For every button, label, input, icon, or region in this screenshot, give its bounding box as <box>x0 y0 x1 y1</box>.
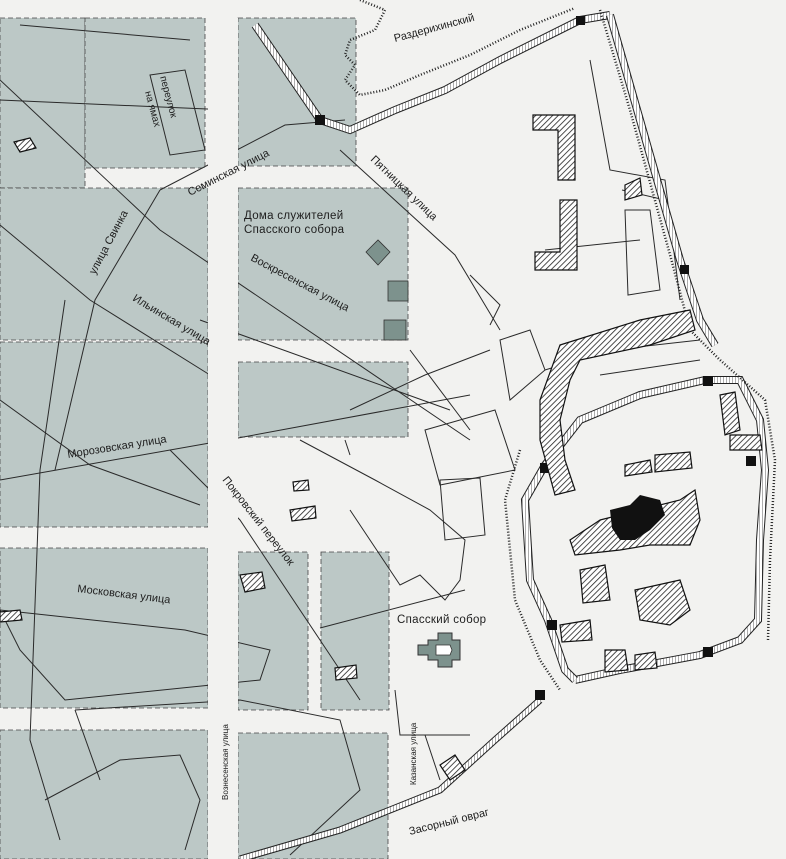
building <box>729 434 763 451</box>
label-voznesenskaya: Вознесенская улица <box>221 724 230 800</box>
wall-towers <box>315 16 756 700</box>
city-block <box>320 551 390 711</box>
building <box>532 114 576 181</box>
wall-tower <box>680 265 689 274</box>
building <box>624 459 653 477</box>
spassky-cathedral-inner <box>435 644 453 656</box>
buildings <box>0 114 763 781</box>
street-lines <box>0 24 701 856</box>
wall-tower <box>576 16 585 25</box>
building <box>634 579 691 626</box>
label-kazanskaya: Казанская улица <box>409 722 418 785</box>
building <box>289 505 317 522</box>
building <box>624 177 643 201</box>
building <box>559 619 593 643</box>
building <box>579 564 611 604</box>
city-block <box>0 547 209 709</box>
wall-tower <box>547 620 557 630</box>
label-spassky-cathedral: Спасский собор <box>397 614 486 626</box>
city-block <box>84 17 206 169</box>
servant-house <box>365 239 391 266</box>
building <box>534 199 578 271</box>
building <box>292 479 310 492</box>
building <box>634 651 658 671</box>
building <box>239 571 266 593</box>
city-block <box>0 187 209 341</box>
building <box>13 137 37 153</box>
label-servants-houses-1: Дома служителей <box>244 210 343 222</box>
building <box>539 309 696 496</box>
servants-houses <box>365 239 409 341</box>
servant-house <box>387 280 409 302</box>
wall-tower <box>315 115 325 125</box>
building <box>654 451 693 473</box>
building <box>604 649 629 673</box>
city-block <box>0 729 209 859</box>
wall-tower <box>703 647 713 657</box>
main-church <box>610 495 665 540</box>
wall-tower <box>703 376 713 386</box>
building <box>719 391 741 436</box>
label-servants-houses-2: Спасского собора <box>244 224 345 236</box>
wall-tower <box>540 463 550 473</box>
wall-tower <box>746 456 756 466</box>
building <box>334 664 358 681</box>
building <box>0 609 23 623</box>
servant-house <box>383 319 407 341</box>
city-block <box>0 341 209 528</box>
street-corridors <box>208 18 238 859</box>
city-block <box>237 361 409 438</box>
wall-tower <box>535 690 545 700</box>
city-wall <box>239 0 777 859</box>
building <box>439 754 466 781</box>
